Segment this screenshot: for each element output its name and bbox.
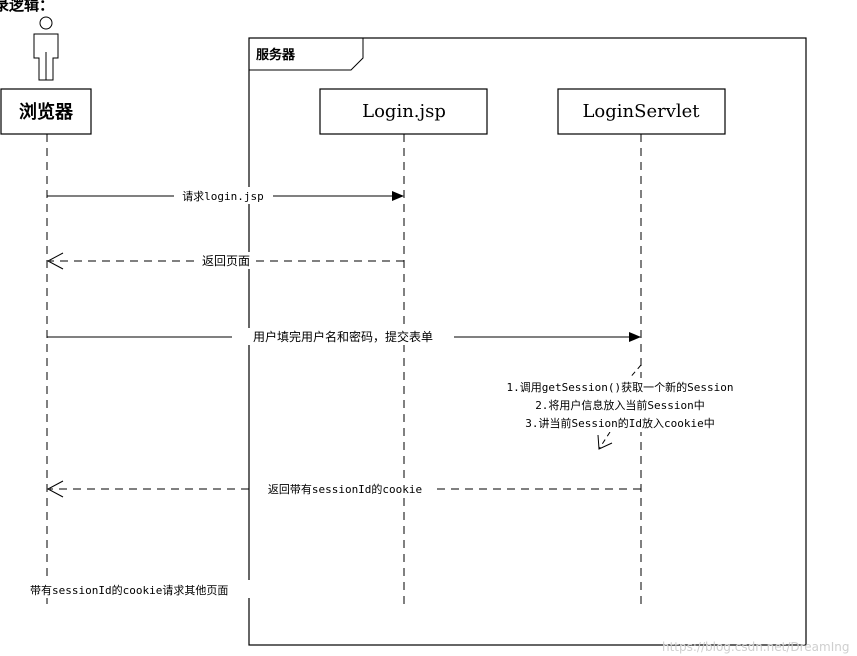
- participant-browser: 浏览器: [0, 88, 92, 135]
- participant-login-jsp: Login.jsp: [319, 88, 488, 135]
- message-submit-form: 用户填完用户名和密码，提交表单: [47, 328, 641, 345]
- message-label: 请求login.jsp: [182, 190, 264, 203]
- participant-login-servlet-label: LoginServlet: [582, 101, 700, 122]
- heading-fragment: 录逻辑：: [0, 0, 54, 14]
- message-label: 返回带有sessionId的cookie: [268, 482, 422, 496]
- message-label: 返回页面: [202, 254, 250, 268]
- message-label: 用户填完用户名和密码，提交表单: [253, 329, 433, 344]
- participant-login-servlet: LoginServlet: [557, 88, 726, 135]
- open-arrow-head: [46, 480, 64, 498]
- open-arrow-head: [46, 252, 64, 270]
- bottom-note: 带有sessionId的cookie请求其他页面: [30, 583, 228, 597]
- server-frame-title: 服务器: [256, 47, 296, 63]
- watermark-text: https://blog.csdn.net/DreamIng: [662, 640, 849, 654]
- open-arrow-head: [597, 434, 613, 450]
- note-line: 2.将用户信息放入当前Session中: [535, 398, 705, 412]
- note-line: 3.讲当前Session的Id放入cookie中: [525, 416, 715, 430]
- participant-browser-label: 浏览器: [19, 101, 74, 123]
- message-return-page: 返回页面: [46, 252, 404, 270]
- self-message-servlet: 1.调用getSession()获取一个新的Session 2.将用户信息放入当…: [486, 364, 754, 450]
- note-line: 1.调用getSession()获取一个新的Session: [506, 380, 733, 394]
- message-request-login: 请求login.jsp: [47, 187, 404, 204]
- participant-login-jsp-label: Login.jsp: [362, 101, 446, 122]
- message-return-cookie: 返回带有sessionId的cookie: [46, 480, 641, 498]
- actor-icon: [33, 16, 59, 81]
